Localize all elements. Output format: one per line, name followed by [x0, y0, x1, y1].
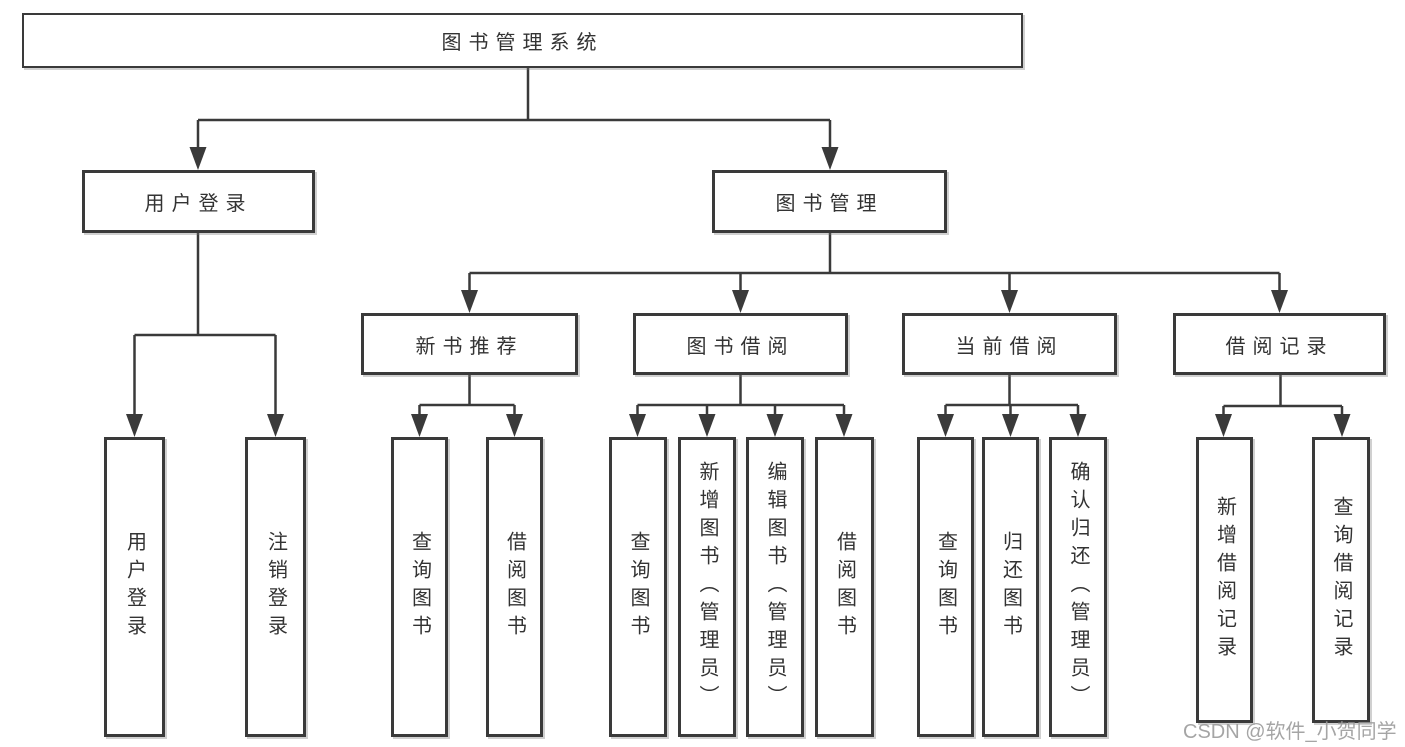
arrowhead-add-borrow-record	[1215, 414, 1232, 437]
arrowhead-current-borrowing	[1001, 290, 1018, 313]
arrowhead-new-book-recommendation	[461, 290, 478, 313]
node-label: 借阅图书	[833, 531, 856, 643]
connector-new-book-recommendation-to-leaves	[418, 375, 516, 419]
arrowhead-book-management	[821, 147, 839, 170]
connector-user-login-to-leaves	[133, 233, 277, 419]
node-label: 确认归还（管理员）	[1067, 461, 1089, 713]
node-label: 新书推荐	[415, 335, 524, 358]
arrowhead-leaf-logout	[267, 414, 284, 437]
connector-root-to-level2	[196, 68, 832, 152]
node-label: 图书管理	[775, 193, 884, 215]
arrowhead-borrow-books-2	[835, 414, 853, 437]
arrowhead-confirm-return-admin	[1069, 414, 1087, 437]
node-label: 借阅图书	[503, 531, 526, 643]
node-new-book-recommendation: 新书推荐	[361, 313, 578, 375]
arrowhead-query-books-1	[411, 414, 428, 437]
arrowhead-leaf-user-login	[126, 414, 143, 437]
leaf-logout-login: 注销登录	[245, 437, 306, 737]
leaf-return-books: 归还图书	[982, 437, 1039, 737]
node-borrowing-records: 借阅记录	[1173, 313, 1386, 375]
leaf-add-borrow-record: 新增借阅记录	[1196, 437, 1253, 723]
arrowhead-query-books-2	[629, 414, 646, 437]
leaf-borrow-books-recommend: 借阅图书	[486, 437, 543, 737]
node-label: 用户登录	[123, 531, 146, 643]
node-label: 图书借阅	[686, 335, 795, 358]
node-current-borrowing: 当前借阅	[902, 313, 1117, 375]
leaf-query-books-recommend: 查询图书	[391, 437, 448, 737]
leaf-confirm-return-admin: 确认归还（管理员）	[1049, 437, 1107, 737]
connector-current-borrowing-to-leaves	[944, 375, 1080, 419]
node-label: 注销登录	[264, 531, 287, 643]
node-book-borrowing: 图书借阅	[633, 313, 848, 375]
node-label: 新增借阅记录	[1213, 496, 1236, 664]
leaf-query-borrow-record: 查询借阅记录	[1312, 437, 1370, 723]
node-label: 查询图书	[627, 531, 649, 643]
node-label: 新增图书（管理员）	[696, 461, 718, 713]
node-label: 查询借阅记录	[1330, 496, 1352, 664]
arrowhead-borrow-books-1	[506, 414, 523, 437]
arrowhead-query-books-3	[937, 414, 954, 437]
arrowhead-edit-books-admin	[766, 414, 784, 437]
node-label: 编辑图书（管理员）	[764, 461, 786, 713]
node-label: 归还图书	[999, 531, 1022, 643]
node-label: 图书管理系统	[441, 32, 604, 54]
watermark: CSDN @软件_小贺同学	[1183, 721, 1397, 743]
leaf-query-books-borrowing: 查询图书	[609, 437, 667, 737]
leaf-edit-books-admin: 编辑图书（管理员）	[746, 437, 804, 737]
leaf-user-login: 用户登录	[104, 437, 165, 737]
arrowhead-book-borrowing	[732, 290, 749, 313]
leaf-query-books-current: 查询图书	[917, 437, 974, 737]
connector-borrowing-records-to-leaves	[1222, 375, 1344, 419]
node-label: 查询图书	[408, 531, 431, 643]
connector-book-borrowing-to-leaves	[636, 375, 846, 419]
node-label: 当前借阅	[955, 335, 1064, 358]
leaf-add-books-admin: 新增图书（管理员）	[678, 437, 736, 737]
node-user-login: 用户登录	[82, 170, 315, 233]
node-label: 查询图书	[934, 531, 957, 643]
arrowhead-borrowing-records	[1271, 290, 1288, 313]
arrowhead-user-login	[189, 147, 207, 170]
node-book-management-system: 图书管理系统	[22, 13, 1023, 68]
connector-book-management-to-level3	[468, 233, 1281, 295]
node-book-management: 图书管理	[712, 170, 947, 233]
leaf-borrow-books-borrowing: 借阅图书	[815, 437, 874, 737]
node-label: 用户登录	[144, 193, 253, 215]
arrowhead-add-books-admin	[698, 414, 716, 437]
node-label: 借阅记录	[1225, 335, 1334, 358]
arrowhead-query-borrow-record	[1333, 414, 1351, 437]
arrowhead-return-books	[1002, 414, 1019, 437]
